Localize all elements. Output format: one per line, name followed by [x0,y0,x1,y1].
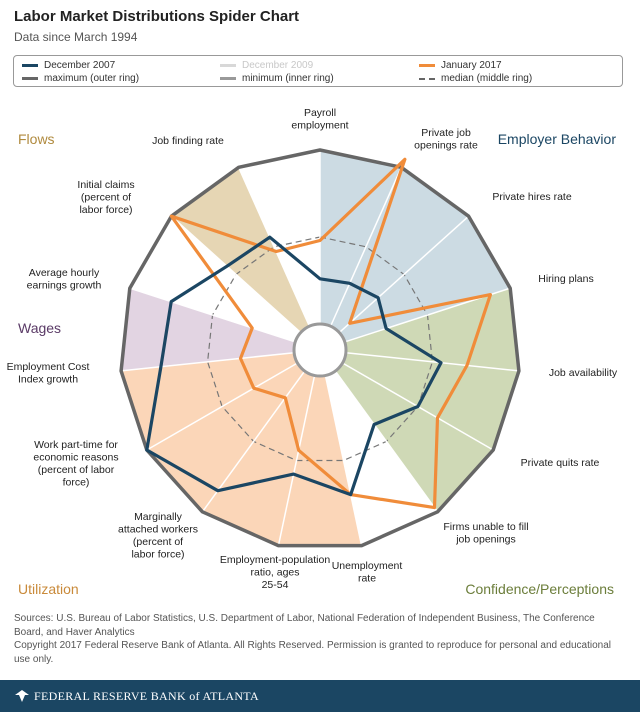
axis-label-line: 25-54 [262,579,289,591]
minimum-ring [292,322,348,378]
axis-label-line: earnings growth [27,280,102,292]
axis-label-line: employment [291,120,348,132]
legend-item-december-2009: December 2009 [220,60,313,71]
legend-swatch [220,64,236,67]
footer-bar: FEDERAL RESERVE BANK of ATLANTA [0,680,640,712]
axis-label: Hiring plans [538,273,593,285]
axis-label-line: force) [63,477,90,489]
median-ring [206,236,434,462]
footer-org-name: FEDERAL RESERVE BANK of ATLANTA [34,689,259,703]
axis-label-line: labor force) [79,204,132,216]
axis-label-line: Index growth [18,374,78,386]
axis-label-line: openings rate [414,140,478,152]
axis-label-line: ratio, ages [250,567,299,579]
axis-label-line: (percent of [133,536,183,548]
axis-label-line: Payroll [304,107,336,119]
axis-label-line: Marginally [134,511,183,523]
legend-label: December 2007 [44,60,116,71]
legend-label: minimum (inner ring) [242,73,334,84]
copyright-text: Copyright 2017 Federal Reserve Bank of A… [14,640,612,665]
axis-label-line: (percent of labor [38,464,115,476]
legend-swatch [220,77,236,80]
axis-label-line: rate [358,573,376,585]
category-sector-0 [171,167,310,333]
axis-label-line: Employment Cost [7,361,90,373]
legend-item-maximum: maximum (outer ring) [22,73,139,84]
legend-label: maximum (outer ring) [44,73,140,84]
legend-item-december-2007: December 2007 [22,60,115,71]
legend-swatch [419,77,435,80]
legend-label: January 2017 [441,60,502,71]
axis-label-line: (percent of [81,192,131,204]
axis-label-line: Job finding rate [152,135,224,147]
sources-text: Sources: U.S. Bureau of Labor Statistics… [14,613,595,638]
axis-spoke [201,370,306,513]
axis-label-line: Hiring plans [538,273,593,285]
chart-subtitle: Data since March 1994 [14,30,138,44]
axis-spoke [146,362,298,451]
axis-label-line: Unemployment [332,560,403,572]
axis-label-line: attached workers [118,524,198,536]
axis-label-line: Average hourly [29,267,100,279]
series-line-january-2017 [169,157,492,510]
axis-spoke [324,375,363,546]
sources-note: Sources: U.S. Bureau of Labor Statistics… [14,612,614,666]
axis-label: Private quits rate [521,457,600,469]
legend-swatch [419,64,435,67]
category-sector-4 [121,352,362,546]
axis-label-line: Private hires rate [492,191,572,203]
axis-spoke [345,351,519,372]
axis-label-line: Employment-population [220,554,330,566]
legend-label: December 2009 [242,60,314,71]
axis-label-line: Initial claims [77,179,134,191]
category-label: Employer Behavior [498,131,617,147]
eagle-logo-icon [15,690,29,702]
axis-label-line: Job availability [549,367,618,379]
legend-swatch [22,77,38,80]
axis-label-line: labor force) [131,549,184,561]
axis-label-line: Firms unable to fill [443,521,528,533]
axis-label-line: Private quits rate [521,457,600,469]
axis-label-line: economic reasons [33,452,118,464]
maximum-ring [119,148,521,548]
axis-spoke [170,215,302,334]
legend: December 2007 December 2009 January 2017… [13,55,623,87]
axis-spoke [338,215,470,334]
series-line-december-2007 [145,235,443,497]
legend-item-median: median (middle ring) [419,73,532,84]
category-label: Confidence/Perceptions [465,581,614,597]
category-label: Flows [18,131,55,147]
legend-item-january-2017: January 2017 [419,60,502,71]
axis-label-line: Work part-time for [34,439,118,451]
legend-label: median (middle ring) [441,73,533,84]
axis-spoke [334,370,439,513]
axis-spoke [277,375,316,546]
legend-item-minimum: minimum (inner ring) [220,73,334,84]
category-label: Wages [18,320,61,336]
axis-spoke [237,166,311,327]
axis-label: Private hires rate [492,191,572,203]
axis-label: Job finding rate [152,135,224,147]
axis-spoke [129,287,296,343]
chart-title: Labor Market Distributions Spider Chart [14,8,300,25]
legend-swatch [22,64,38,67]
axis-spoke [121,351,295,372]
axis-spoke [329,166,403,327]
axis-label-line: job openings [455,534,516,546]
axis-label: Job availability [549,367,618,379]
axis-label-line: Private job [421,127,471,139]
category-label: Utilization [18,581,79,597]
